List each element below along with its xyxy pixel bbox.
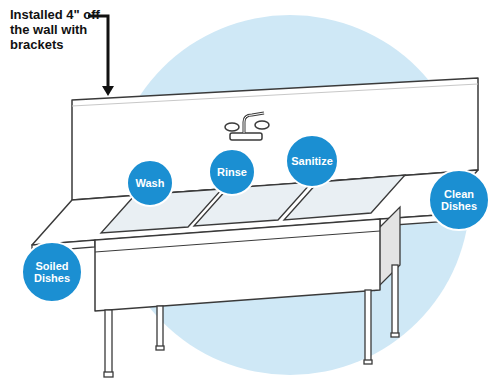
backsplash-edge <box>72 84 478 106</box>
step-circle: Clean Dishes <box>428 169 490 231</box>
step-label: Clean Dishes <box>436 188 482 212</box>
faucet <box>225 113 269 140</box>
step-circle: Wash <box>126 159 174 207</box>
text-stack: Soiled Dishes <box>29 260 75 284</box>
step-label: Wash <box>136 177 165 189</box>
step-label: Soiled Dishes <box>29 260 75 284</box>
step-circle: Rinse <box>208 148 256 196</box>
sink-front <box>95 219 380 311</box>
step-circle: Soiled Dishes <box>21 241 83 303</box>
text-stack: Sanitize <box>291 155 333 167</box>
step-circle: Sanitize <box>285 134 339 188</box>
leader-line <box>88 16 108 88</box>
arrowhead <box>102 86 114 96</box>
apron-line <box>95 231 380 252</box>
text-stack: Wash <box>136 177 165 189</box>
sink-legs <box>104 265 399 377</box>
callout-label: Installed 4" off the wall with brackets <box>10 8 122 53</box>
step-label: Rinse <box>217 166 247 178</box>
text-stack: Rinse <box>217 166 247 178</box>
text-stack: Clean Dishes <box>436 188 482 212</box>
step-label: Sanitize <box>291 155 333 167</box>
